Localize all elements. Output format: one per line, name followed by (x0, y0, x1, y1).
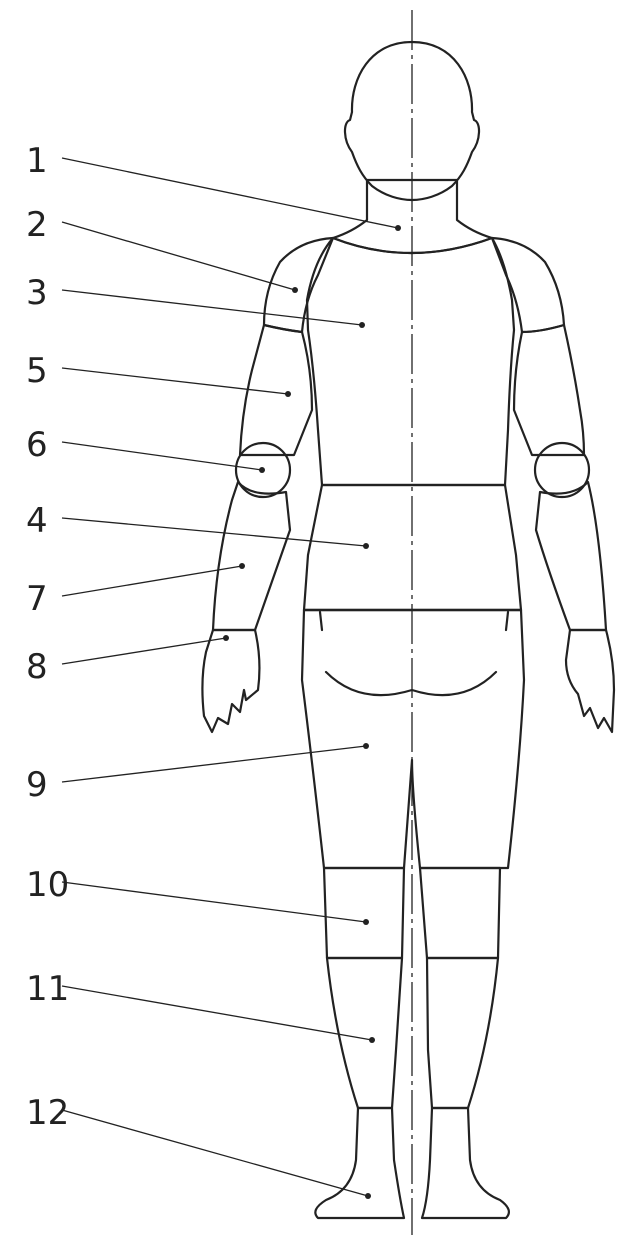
zone-7-forearm-left (213, 482, 290, 630)
zone-12-foot-left (315, 1108, 404, 1218)
label-8: 8 (26, 647, 48, 687)
zone-9-thighs (302, 610, 524, 868)
zone-8-hand-right (566, 630, 614, 732)
zone-12-foot-right (422, 1108, 509, 1218)
zone-11-calf-right (427, 958, 498, 1108)
label-6: 6 (26, 425, 48, 465)
hip-marks (320, 612, 508, 630)
label-7: 7 (26, 579, 48, 619)
zone-3-torso (307, 238, 514, 485)
label-2: 2 (26, 205, 48, 245)
label-12: 12 (26, 1093, 69, 1133)
label-4: 4 (26, 501, 48, 541)
zone-10-knee-right (420, 868, 500, 958)
label-10: 10 (26, 865, 69, 905)
zone-7-forearm-right (536, 482, 606, 630)
zone-11-calf-left (327, 958, 402, 1108)
leader-lines (62, 158, 398, 1196)
zone-8-hand-left (202, 630, 259, 732)
label-5: 5 (26, 351, 48, 391)
label-11: 11 (26, 969, 69, 1009)
label-3: 3 (26, 273, 48, 313)
zone-10-knee-left (324, 868, 404, 958)
zone-6-elbow-right (535, 443, 589, 497)
label-1: 1 (26, 141, 48, 181)
zone-5-upper-arm-right (514, 325, 584, 455)
gluteal-fold (326, 672, 496, 695)
label-9: 9 (26, 765, 48, 805)
zone-2-shoulder-right (492, 238, 564, 332)
